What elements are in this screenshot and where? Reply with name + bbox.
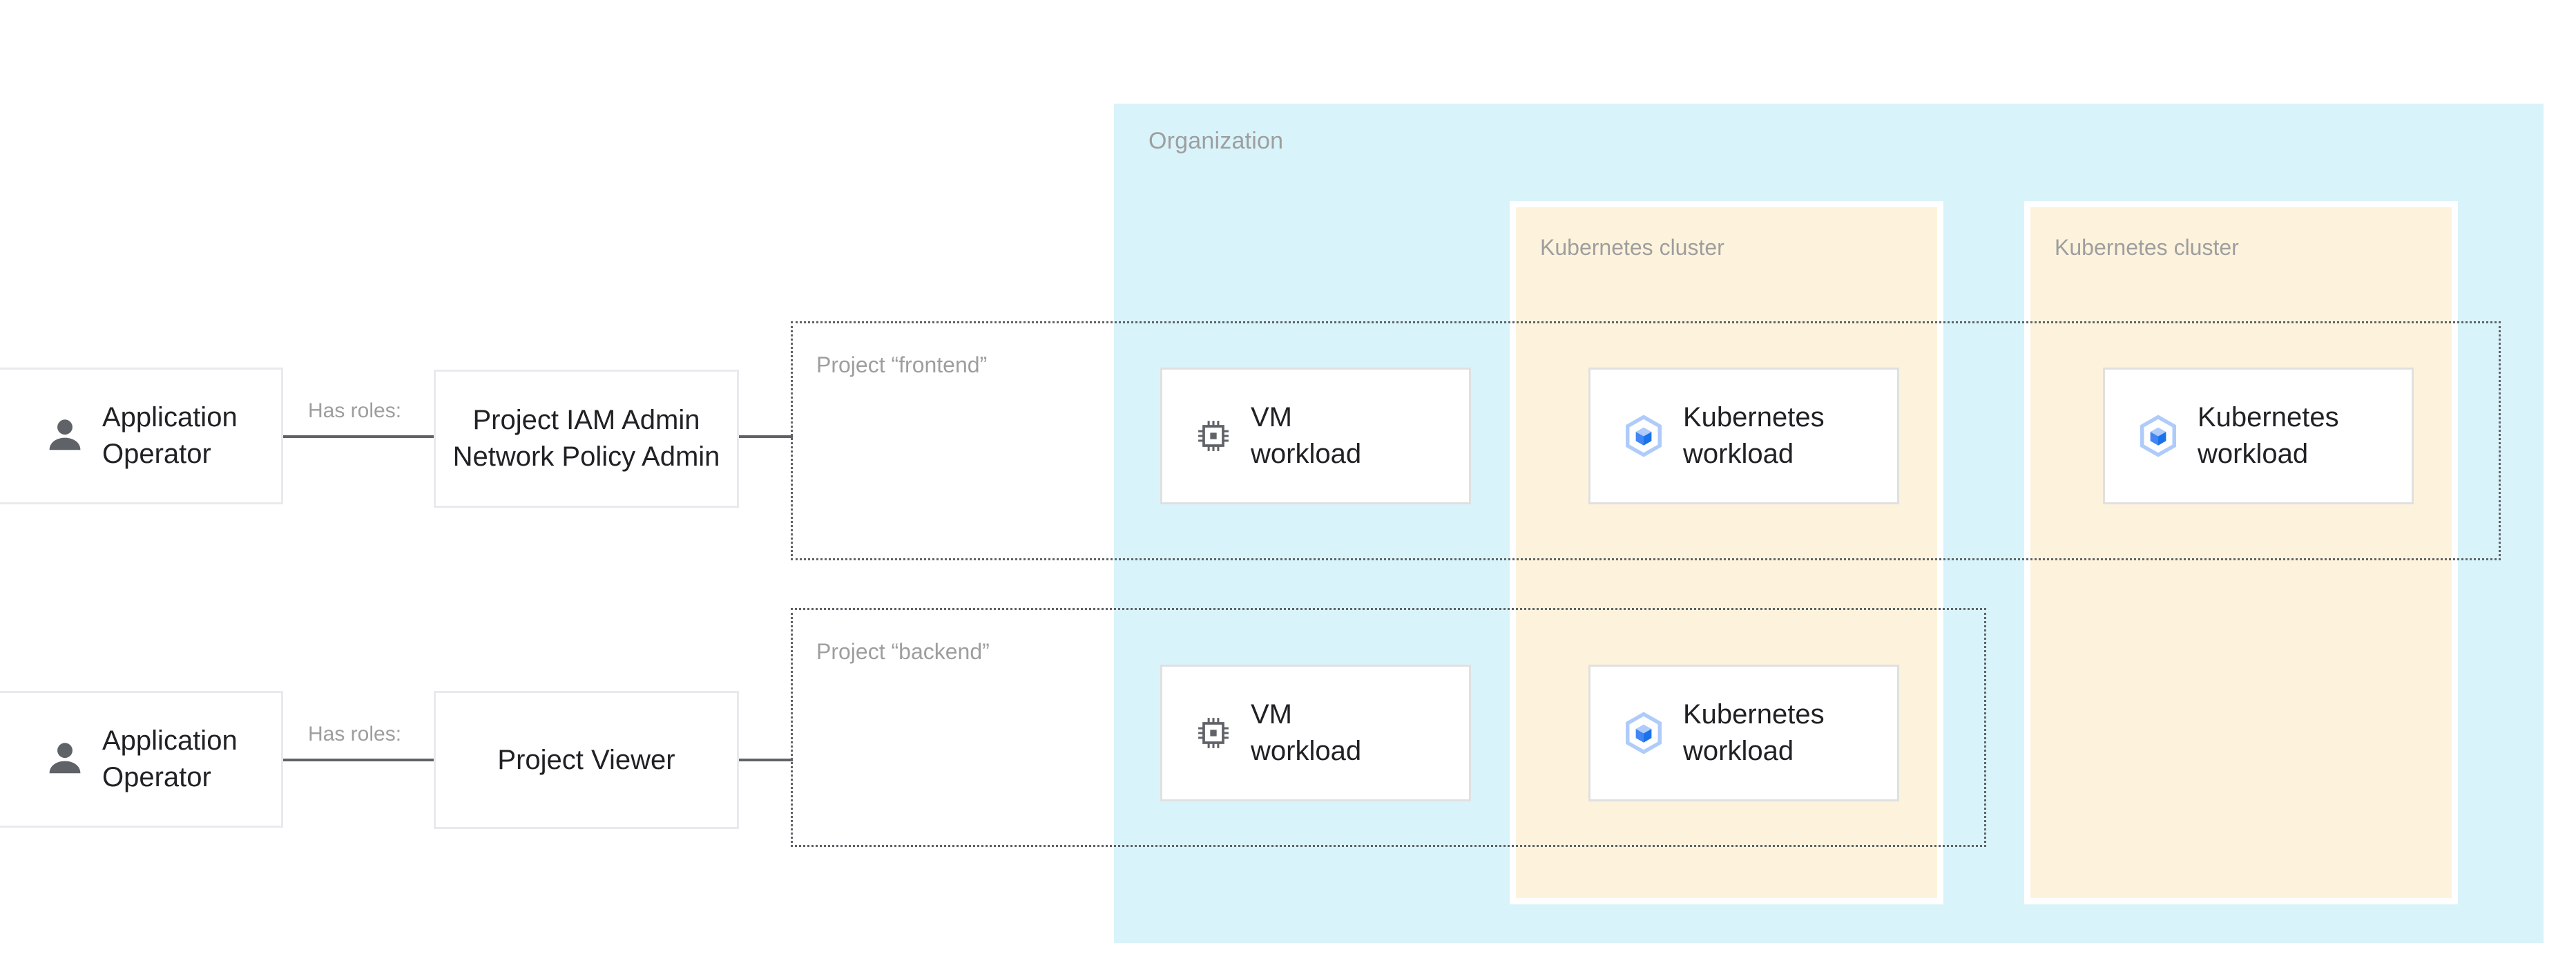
kubernetes-cluster-1-label: Kubernetes cluster <box>1540 235 1724 260</box>
role-1-label: Project IAM Admin Network Policy Admin <box>452 405 720 472</box>
connector-operator-to-role-1 <box>283 435 435 438</box>
workload-k8s-backend-cluster1-label: Kubernetes workload <box>1683 699 1825 766</box>
workload-card-k8s-frontend-cluster1[interactable]: Kubernetes workload <box>1588 368 1899 504</box>
workload-card-vm-frontend[interactable]: VM workload <box>1160 368 1471 504</box>
cpu-chip-icon <box>1198 421 1229 451</box>
project-frontend-boundary: Project “frontend” <box>791 321 2501 560</box>
kubernetes-icon <box>1626 415 1662 457</box>
actor-application-operator-2[interactable]: Application Operator <box>0 691 283 828</box>
role-2-label: Project Viewer <box>497 744 675 775</box>
kubernetes-icon <box>2140 415 2176 457</box>
person-icon <box>49 743 81 774</box>
connector-label-has-roles-2: Has roles: <box>304 723 406 746</box>
connector-role-to-project-2 <box>738 759 793 761</box>
kubernetes-cluster-2-label: Kubernetes cluster <box>2055 235 2239 260</box>
person-icon <box>49 419 81 450</box>
workload-card-k8s-frontend-cluster2[interactable]: Kubernetes workload <box>2103 368 2414 504</box>
actor-application-operator-1[interactable]: Application Operator <box>0 368 283 504</box>
workload-vm-backend-label: VM workload <box>1251 699 1362 766</box>
workload-card-k8s-backend-cluster1[interactable]: Kubernetes workload <box>1588 665 1899 801</box>
organization-label: Organization <box>1148 128 1284 154</box>
workload-card-vm-backend[interactable]: VM workload <box>1160 665 1471 801</box>
role-box-project-iam-admin[interactable]: Project IAM Admin Network Policy Admin <box>434 370 739 508</box>
workload-k8s-frontend-cluster2-label: Kubernetes workload <box>2198 402 2339 469</box>
actor-2-label: Application Operator <box>102 725 238 792</box>
project-backend-label: Project “backend” <box>816 639 990 664</box>
workload-vm-frontend-label: VM workload <box>1251 402 1362 469</box>
actor-1-label: Application Operator <box>102 402 238 469</box>
workload-k8s-frontend-cluster1-label: Kubernetes workload <box>1683 402 1825 469</box>
connector-role-to-project-1 <box>738 435 793 438</box>
actor-1-content: Application Operator <box>15 399 261 473</box>
cpu-chip-icon <box>1198 718 1229 748</box>
connector-operator-to-role-2 <box>283 759 435 761</box>
project-backend-boundary: Project “backend” <box>791 608 1986 847</box>
project-frontend-label: Project “frontend” <box>816 352 988 377</box>
connector-label-has-roles-1: Has roles: <box>304 399 406 423</box>
role-box-project-viewer[interactable]: Project Viewer <box>434 691 739 829</box>
kubernetes-icon <box>1626 712 1662 754</box>
actor-2-content: Application Operator <box>15 723 261 796</box>
